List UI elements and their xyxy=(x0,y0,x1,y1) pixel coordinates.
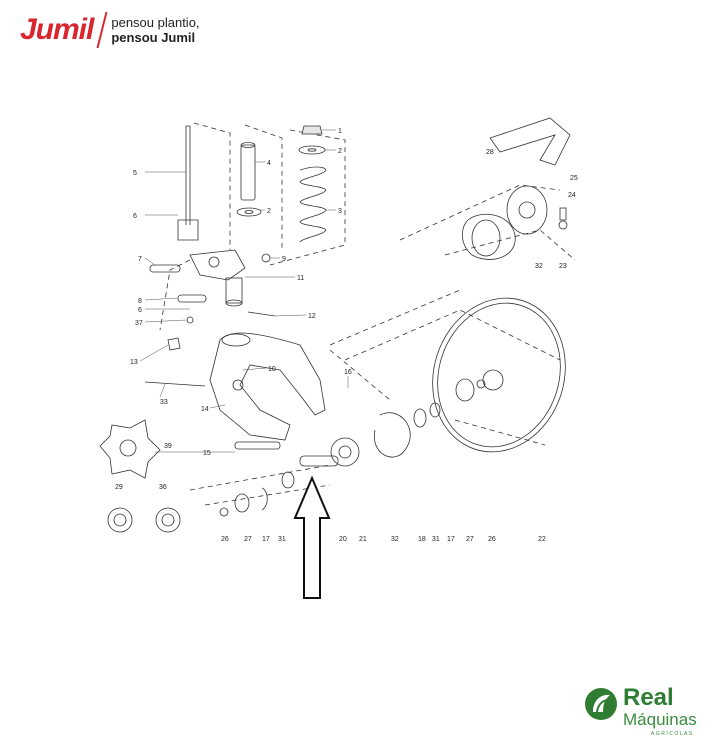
part-mount-bracket xyxy=(489,117,571,166)
part-rod xyxy=(177,125,199,241)
label-21: 21 xyxy=(359,536,367,543)
part-rim-and-flange xyxy=(462,185,548,260)
label-32b: 32 xyxy=(535,263,543,270)
label-15: 15 xyxy=(203,450,211,457)
tagline-line2: pensou Jumil xyxy=(111,30,196,45)
part-labels: 1 2 3 4 2 5 6 7 8 9 11 6 37 12 13 10 16 … xyxy=(115,128,578,543)
part-bolt-15 xyxy=(234,441,281,450)
leader-lines xyxy=(139,129,349,453)
label-5: 5 xyxy=(133,170,137,177)
label-17b: 17 xyxy=(447,536,455,543)
label-26: 26 xyxy=(221,536,229,543)
label-7: 7 xyxy=(138,256,142,263)
part-shaft-33 xyxy=(144,381,206,387)
part-hubs-29-36 xyxy=(107,507,181,533)
label-2b: 2 xyxy=(267,208,271,215)
brand-caption: AGRÍCOLAS xyxy=(651,731,694,737)
label-12: 12 xyxy=(308,313,316,320)
label-23: 23 xyxy=(559,263,567,270)
assembly-guide-lines xyxy=(159,122,576,506)
label-11: 11 xyxy=(297,275,304,282)
part-spring-set xyxy=(298,125,327,243)
label-36: 36 xyxy=(159,484,167,491)
tagline-line1: pensou plantio, xyxy=(111,15,200,30)
part-star-wheel xyxy=(99,419,161,479)
label-6: 6 xyxy=(133,213,137,220)
label-33: 33 xyxy=(160,399,168,406)
label-13: 13 xyxy=(130,359,138,366)
label-3: 3 xyxy=(338,208,342,215)
label-16: 16 xyxy=(344,369,352,376)
part-nut xyxy=(261,253,271,263)
part-clip xyxy=(167,337,181,351)
label-24: 24 xyxy=(568,192,576,199)
part-arm xyxy=(209,332,326,441)
label-28: 28 xyxy=(486,149,494,156)
jumil-wordmark: Jumil xyxy=(20,13,94,46)
part-tube xyxy=(236,142,262,217)
brand-name: Real xyxy=(623,684,674,711)
label-9: 9 xyxy=(282,256,286,263)
label-17: 17 xyxy=(262,536,270,543)
label-6b: 6 xyxy=(138,307,142,314)
label-32: 32 xyxy=(391,536,399,543)
part-disc-center xyxy=(482,369,504,391)
label-10: 10 xyxy=(268,366,276,373)
label-1: 1 xyxy=(338,128,342,135)
part-bolt xyxy=(177,294,207,303)
label-31: 31 xyxy=(278,536,286,543)
label-39: 39 xyxy=(164,443,172,450)
real-maquinas-icon xyxy=(585,688,617,720)
label-20: 20 xyxy=(339,536,347,543)
part-disc xyxy=(432,297,566,453)
label-27b: 27 xyxy=(466,536,474,543)
label-31b: 31 xyxy=(432,536,440,543)
label-8: 8 xyxy=(138,298,142,305)
label-37: 37 xyxy=(135,320,143,327)
label-27: 27 xyxy=(244,536,252,543)
brand-subtitle: Máquinas xyxy=(623,710,697,729)
label-14: 14 xyxy=(201,406,209,413)
jumil-logo: Jumil pensou plantio, pensou Jumil xyxy=(20,8,200,52)
part-bearing-row xyxy=(219,378,486,517)
part-bracket xyxy=(189,249,246,307)
part-bolt-24-23 xyxy=(558,207,568,230)
label-4: 4 xyxy=(267,160,271,167)
label-2: 2 xyxy=(338,148,342,155)
up-arrow xyxy=(293,475,331,599)
label-22: 22 xyxy=(538,536,546,543)
part-cotter-pin xyxy=(247,311,276,317)
tagline: pensou plantio, pensou Jumil xyxy=(111,15,199,45)
label-25: 25 xyxy=(570,175,578,182)
part-washer xyxy=(186,316,194,324)
label-18: 18 xyxy=(418,536,426,543)
part-pin xyxy=(149,264,181,273)
real-maquinas-logo: Real Máquinas AGRÍCOLAS xyxy=(583,684,713,742)
label-29: 29 xyxy=(115,484,123,491)
label-26b: 26 xyxy=(488,536,496,543)
